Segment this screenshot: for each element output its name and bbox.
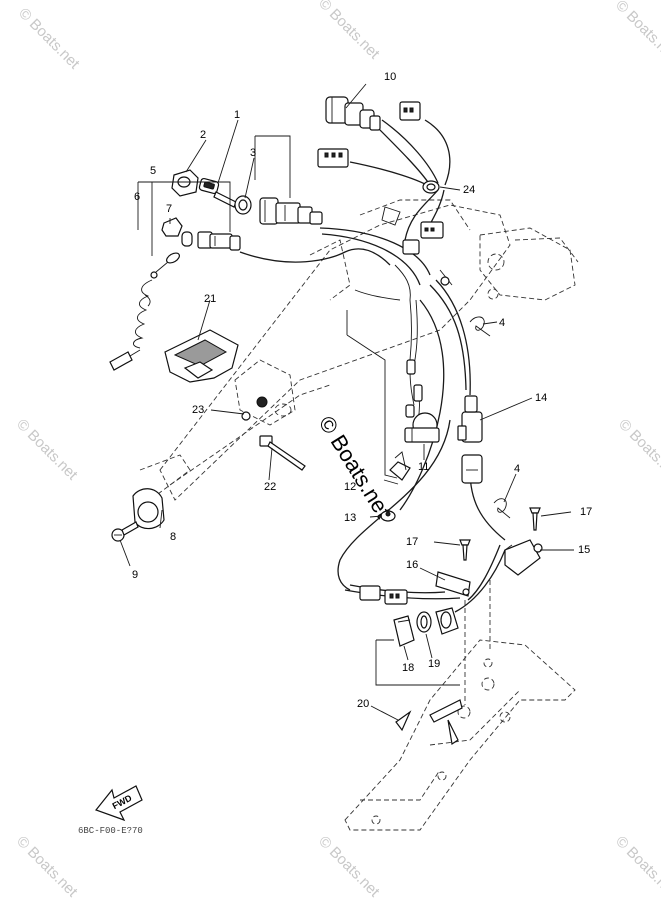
callout-17-center: 17	[406, 536, 418, 548]
part-19-coupler-seal	[416, 607, 459, 635]
part-17-screw-right	[529, 507, 541, 531]
callout-1: 1	[234, 109, 240, 121]
watermark-top-left: © Boats.net	[15, 5, 83, 73]
part-22-cable-tie	[259, 435, 306, 471]
part-23-screw	[241, 396, 268, 421]
part-4-clip-lower	[493, 498, 511, 519]
watermark-top-center: © Boats.net	[315, 0, 383, 63]
part-2-switch-cap	[171, 169, 199, 197]
callout-9: 9	[132, 569, 138, 581]
watermark-center: © Boats.net	[314, 411, 396, 522]
part-18-coupler-cover	[393, 615, 415, 647]
part-15-regulator	[504, 539, 543, 576]
callout-leaders	[119, 83, 574, 721]
callout-4-upper: 4	[499, 317, 505, 329]
watermark-group: © Boats.net © Boats.net © Boats.net © Bo…	[13, 0, 661, 901]
part-16-bracket	[435, 571, 471, 597]
part-1-main-switch	[259, 197, 323, 225]
part-14-coupler	[457, 395, 483, 484]
part-8-grip	[132, 488, 165, 530]
harness-connectors-top	[381, 206, 453, 286]
watermark-mid-right: © Boats.net	[615, 416, 661, 484]
callout-14: 14	[535, 392, 547, 404]
callout-2: 2	[200, 129, 206, 141]
part-20-cable-strap	[395, 699, 463, 746]
part-17-screw-center	[459, 539, 471, 561]
callout-5: 5	[150, 165, 156, 177]
callout-labels: 1 2 3 4 4 5 6 7 8 9 10 11 12 13 14 15 16…	[132, 71, 592, 710]
callout-17-right: 17	[580, 506, 592, 518]
callout-19: 19	[428, 658, 440, 670]
callout-16: 16	[406, 559, 418, 571]
callout-brackets	[137, 135, 460, 686]
part-24-grommet	[422, 180, 440, 194]
watermark-bottom-right: © Boats.net	[612, 833, 661, 901]
callout-20: 20	[357, 698, 369, 710]
part-11-relay	[404, 359, 440, 443]
diagram-code: 6BC-F00-E?70	[78, 826, 143, 836]
callout-11: 11	[418, 461, 429, 473]
bottom-cowling-outline	[344, 580, 576, 831]
part-4-clip-upper	[469, 316, 491, 337]
part-13-bolt	[380, 510, 396, 522]
callout-10: 10	[384, 71, 396, 83]
callout-8: 8	[170, 531, 176, 543]
callout-12: 12	[344, 481, 356, 493]
fwd-arrow-icon: FWD	[95, 785, 143, 822]
callout-7: 7	[166, 203, 172, 215]
wire-harness	[239, 119, 506, 613]
part-9-screw	[111, 521, 139, 542]
callout-21: 21	[204, 293, 216, 305]
watermark-top-right: © Boats.net	[612, 0, 661, 65]
part-10-main-harness-plug	[317, 96, 421, 168]
callout-3: 3	[250, 147, 256, 159]
callout-22: 22	[264, 481, 276, 493]
watermark-bottom-left: © Boats.net	[13, 833, 81, 901]
callout-4-lower: 4	[514, 463, 520, 475]
callout-6: 6	[134, 191, 140, 203]
watermark-mid-left: © Boats.net	[13, 416, 81, 484]
callout-15: 15	[578, 544, 590, 556]
part-5-stop-switch	[181, 231, 241, 251]
part-21-switch-cover	[164, 329, 239, 383]
part-7-stop-switch-cap	[161, 217, 183, 237]
part-3-nut	[234, 195, 252, 215]
callout-18: 18	[402, 662, 414, 674]
part-12-clamp	[383, 451, 411, 485]
callout-24: 24	[463, 184, 475, 196]
watermark-bottom-center: © Boats.net	[315, 833, 383, 901]
callout-13: 13	[344, 512, 356, 524]
part-6-lanyard-cord	[109, 252, 180, 371]
callout-23: 23	[192, 404, 204, 416]
harness-connectors-bottom	[359, 585, 408, 605]
